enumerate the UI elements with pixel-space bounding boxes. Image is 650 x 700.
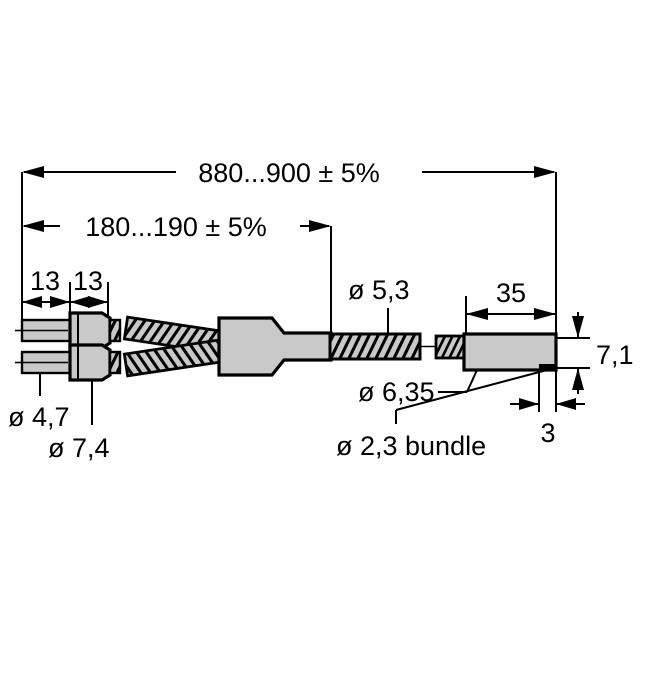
label-dia-5-3: ø 5,3: [348, 275, 410, 305]
callout-sheath-diameter: ø 5,3: [348, 275, 410, 336]
label-overall-length: 880...900 ± 5%: [198, 158, 379, 188]
dimension-branch-length: 180...190 ± 5%: [22, 212, 332, 332]
label-dia-4-7: ø 4,7: [8, 402, 70, 432]
callout-ferrule-diameter: ø 7,4: [48, 380, 110, 463]
callout-jacket-diameter: ø 6,35: [358, 369, 478, 407]
callout-fiber-tip-diameter: ø 4,7: [8, 373, 70, 432]
label-dia-6-35: ø 6,35: [358, 377, 435, 407]
label-seg-13-a: 13: [30, 266, 60, 296]
upper-ferrule: [68, 311, 122, 350]
lower-fiber-tip: [15, 350, 72, 375]
sensor-block: [462, 332, 558, 372]
upper-fiber-tip: [15, 318, 72, 343]
trunk-sheath-body: [328, 332, 422, 361]
label-seg-13-b: 13: [73, 266, 103, 296]
label-branch-length: 180...190 ± 5%: [85, 212, 266, 242]
sensor-block-notch: [539, 364, 556, 371]
dimension-overall-length: 880...900 ± 5%: [21, 158, 557, 340]
label-height-7-1: 7,1: [596, 340, 634, 370]
dimension-tip-segments: 13 13: [21, 262, 109, 320]
label-notch-3: 3: [540, 418, 555, 448]
label-dia-7-4: ø 7,4: [48, 433, 110, 463]
label-dia-2-3-bundle: ø 2,3 bundle: [336, 431, 486, 461]
dimension-notch-width: 3: [510, 370, 585, 448]
jacket-segment: [434, 334, 468, 360]
lower-ferrule: [68, 343, 122, 382]
junction-block: [217, 316, 333, 377]
label-len-35: 35: [496, 278, 526, 308]
main-trunk-sheath: [328, 332, 437, 361]
dimension-block-height: 7,1: [556, 312, 634, 394]
callout-bundle-diameter: ø 2,3 bundle: [336, 369, 548, 461]
dimension-sensor-block-length: 35: [465, 278, 556, 336]
